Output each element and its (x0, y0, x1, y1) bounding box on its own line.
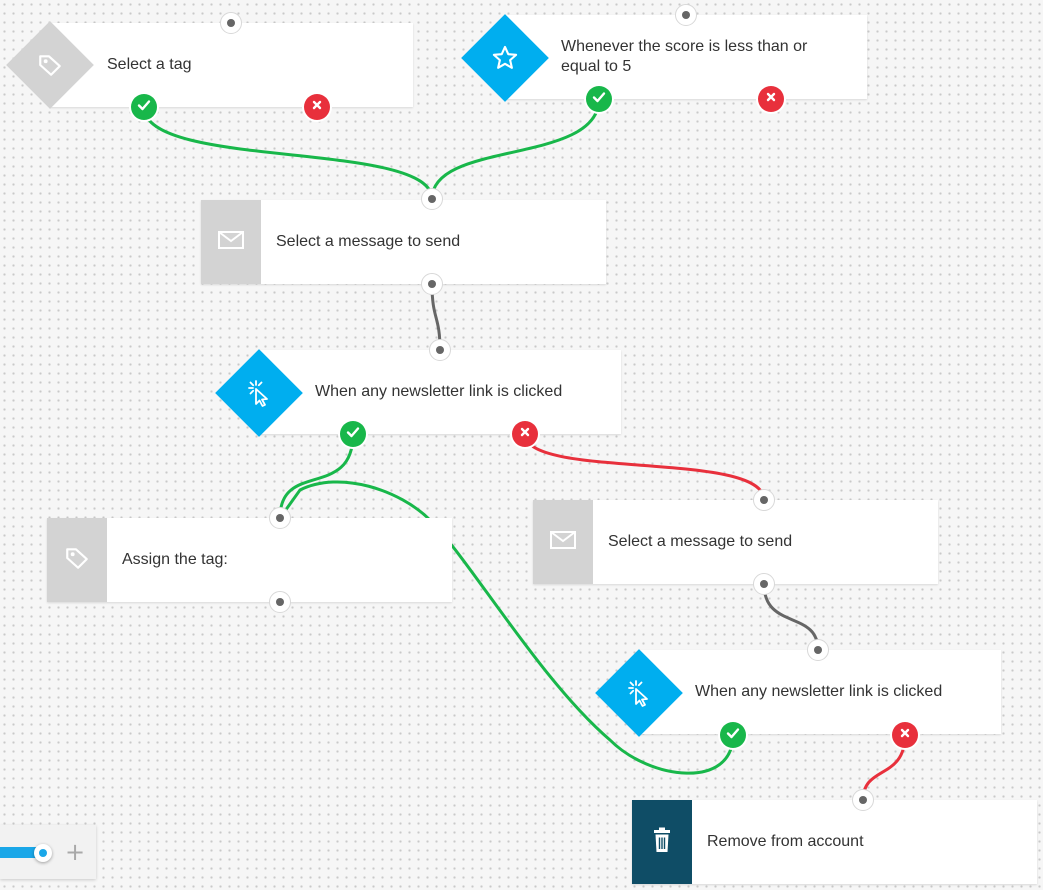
wire-message2-to-click2[interactable] (762, 583, 820, 651)
check-icon (346, 425, 360, 444)
node-send-message-1-label: Select a message to send (276, 233, 461, 250)
close-icon (765, 90, 777, 108)
send-message-2-input-port[interactable] (753, 489, 775, 511)
send-message-2-output-port[interactable] (753, 573, 775, 595)
link-clicked-1-diamond[interactable] (215, 349, 303, 437)
node-link-clicked-1[interactable]: When any newsletter link is clicked (259, 350, 621, 434)
send-message-1-input-port[interactable] (421, 188, 443, 210)
node-link-clicked-2[interactable]: When any newsletter link is clicked (639, 650, 1001, 734)
node-link-clicked-2-label: When any newsletter link is clicked (695, 683, 943, 700)
check-icon (592, 90, 606, 109)
trash-icon-box (632, 800, 692, 884)
score-input-port[interactable] (675, 4, 697, 26)
trash-icon (651, 827, 673, 858)
node-select-tag-label: Select a tag (107, 56, 192, 73)
select-tag-input-port[interactable] (220, 12, 242, 34)
envelope-icon (549, 529, 577, 556)
node-remove-account[interactable]: Remove from account (632, 800, 1037, 884)
check-icon (726, 726, 740, 745)
score-diamond[interactable] (461, 14, 549, 102)
link-clicked-1-input-port[interactable] (429, 339, 451, 361)
link-clicked-2-input-port[interactable] (807, 639, 829, 661)
send-message-1-output-port[interactable] (421, 273, 443, 295)
assign-tag-input-port[interactable] (269, 507, 291, 529)
close-icon (519, 425, 531, 443)
remove-account-input-port[interactable] (852, 789, 874, 811)
wire-click1-yes-to-assign[interactable] (278, 433, 355, 519)
score-yes-port[interactable] (586, 86, 612, 112)
node-send-message-2[interactable]: Select a message to send (533, 500, 938, 584)
star-icon (491, 44, 519, 72)
link-clicked-2-no-port[interactable] (892, 722, 918, 748)
wire-click1-no-to-message2[interactable] (523, 433, 766, 501)
zoom-slider-track[interactable] (0, 847, 44, 858)
select-tag-no-port[interactable] (304, 94, 330, 120)
link-clicked-1-yes-port[interactable] (340, 421, 366, 447)
link-clicked-1-no-port[interactable] (512, 421, 538, 447)
envelope-icon-box (533, 500, 593, 584)
envelope-icon (217, 229, 245, 256)
node-remove-account-label: Remove from account (707, 833, 864, 850)
wire-select-tag-yes[interactable] (142, 106, 434, 200)
cursor-click-icon (624, 678, 654, 708)
wire-score-yes[interactable] (430, 98, 601, 200)
select-tag-yes-port[interactable] (131, 94, 157, 120)
zoom-slider-handle[interactable] (34, 844, 52, 862)
zoom-in-button[interactable]: + (64, 838, 86, 866)
node-assign-tag-label: Assign the tag: (122, 551, 228, 568)
zoom-control: + (0, 825, 96, 879)
tag-icon-box (47, 518, 107, 602)
cursor-click-icon (244, 378, 274, 408)
assign-tag-output-port[interactable] (269, 591, 291, 613)
close-icon (899, 726, 911, 744)
close-icon (311, 98, 323, 116)
node-score-condition[interactable]: Whenever the score is less than or equal… (505, 15, 867, 99)
envelope-icon-box (201, 200, 261, 284)
node-score-condition-label: Whenever the score is less than or equal… (561, 38, 808, 75)
link-clicked-2-yes-port[interactable] (720, 722, 746, 748)
score-no-port[interactable] (758, 86, 784, 112)
node-link-clicked-1-label: When any newsletter link is clicked (315, 383, 563, 400)
node-assign-tag[interactable]: Assign the tag: (47, 518, 452, 602)
check-icon (137, 98, 151, 117)
node-send-message-1[interactable]: Select a message to send (201, 200, 606, 284)
tag-icon (64, 545, 90, 576)
select-tag-diamond[interactable] (6, 21, 94, 109)
tag-icon (37, 52, 63, 78)
node-select-tag[interactable]: Select a tag (50, 23, 413, 107)
node-send-message-2-label: Select a message to send (608, 533, 793, 550)
